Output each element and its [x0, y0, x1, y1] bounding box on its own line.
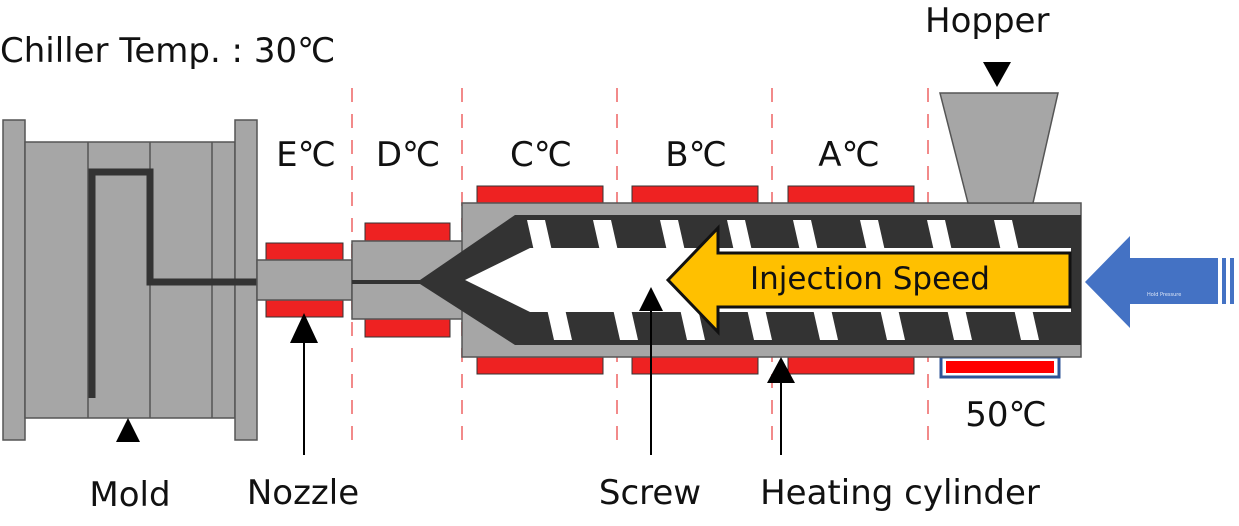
zone-a-heater-top — [787, 185, 915, 204]
zone-b-heater-top — [631, 185, 759, 204]
screw-label: Screw — [598, 473, 702, 513]
zone-d-heater-top — [364, 222, 451, 242]
pressure-arrow-tail-stripe-1 — [1222, 258, 1226, 304]
zone-d-heater-bottom — [364, 318, 451, 338]
zone-e-label: E℃ — [276, 135, 336, 175]
screw-flight — [527, 220, 572, 340]
barrel-heaters — [476, 185, 915, 375]
zone-c-label: C℃ — [510, 135, 572, 175]
mold-runner — [88, 168, 262, 398]
zone-d-heaters — [364, 222, 451, 338]
pressure-arrow — [1085, 236, 1234, 328]
zone-a-heater-bottom — [787, 356, 915, 375]
pressure-arrow-tail-stripe-2 — [1230, 258, 1234, 304]
zone-d-label: D℃ — [375, 135, 441, 175]
heating-cylinder-pointer-icon — [767, 357, 795, 383]
mold-label: Mold — [89, 475, 171, 515]
zone-b-label: B℃ — [665, 135, 727, 175]
pressure-arrow-label: Hold Pressure — [1147, 292, 1182, 298]
nozzle-label: Nozzle — [246, 473, 360, 513]
nozzle-heater-top — [265, 242, 344, 261]
zone-c-heater-bottom — [476, 356, 604, 375]
screw-pointer-icon — [639, 287, 663, 311]
nozzle-body — [256, 259, 353, 301]
zone-dividers — [351, 88, 929, 445]
pointers — [116, 287, 795, 455]
nozzle-heaters — [265, 242, 344, 318]
hopper-heater-temp-label: 50℃ — [965, 395, 1047, 435]
chiller-temp-label: Chiller Temp. : 30℃ — [0, 31, 336, 71]
nozzle-pointer-icon — [290, 313, 318, 343]
zone-a-label: A℃ — [818, 135, 880, 175]
injection-speed-arrow — [665, 224, 1072, 336]
hopper-pointer-icon — [983, 62, 1011, 87]
hopper-label: Hopper — [925, 1, 1050, 41]
mold-left-platen — [2, 119, 26, 441]
mold-pointer-icon — [116, 418, 140, 442]
zone-c-heater-top — [476, 185, 604, 204]
hopper-heater — [946, 361, 1054, 373]
heating-cylinder-label: Heating cylinder — [760, 473, 1040, 513]
hopper — [939, 92, 1059, 204]
screw-flight — [593, 220, 638, 340]
pressure-arrow-head — [1085, 236, 1218, 328]
injection-speed-label: Injection Speed — [750, 261, 990, 297]
